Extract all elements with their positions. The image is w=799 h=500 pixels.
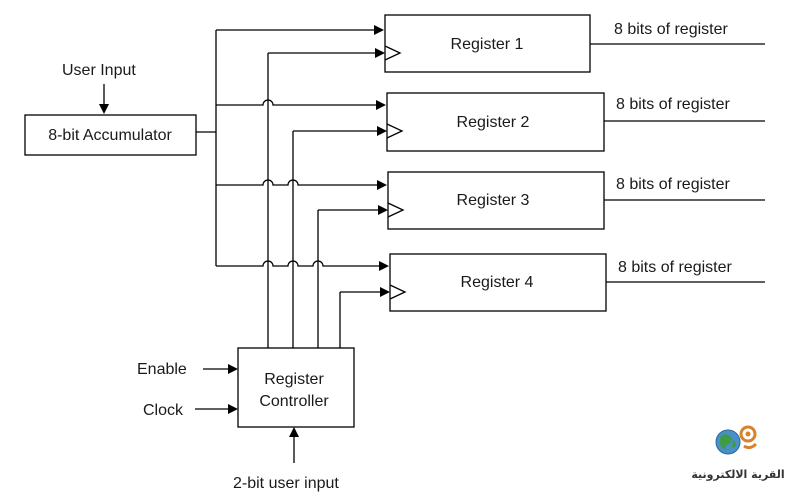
register-controller-block: Register Controller [237, 347, 355, 428]
register-outputs [590, 43, 765, 283]
enable-arrow [203, 364, 238, 374]
register-1-output-label: 8 bits of register [614, 21, 729, 38]
watermark-logo: القرية الالكترونية [691, 425, 785, 481]
register-2-label: Register 2 [457, 114, 530, 131]
register-2-output-label: 8 bits of register [616, 96, 731, 113]
user-input-label: User Input [62, 62, 136, 79]
clock-label: Clock [143, 402, 184, 419]
register-1-block: Register 1 [384, 14, 591, 73]
controller-label-line1: Register [264, 371, 324, 388]
register-3-label: Register 3 [457, 192, 530, 209]
register-3-block: Register 3 [387, 171, 605, 230]
clock-select-lines [267, 48, 390, 348]
register-4-block: Register 4 [389, 253, 607, 312]
controller-label-line2: Controller [259, 393, 329, 410]
watermark-text: القرية الالكترونية [691, 468, 784, 481]
clock-arrow [195, 404, 238, 414]
enable-label: Enable [137, 361, 187, 378]
register-4-label: Register 4 [461, 274, 534, 291]
globe-gear-icon [715, 425, 758, 455]
accumulator-block: 8-bit Accumulator [24, 114, 197, 156]
register-3-output-label: 8 bits of register [616, 176, 731, 193]
user-input-arrow [99, 84, 109, 114]
two-bit-input-arrow [289, 427, 299, 463]
register-4-output-label: 8 bits of register [618, 259, 733, 276]
two-bit-input-label: 2-bit user input [233, 475, 339, 492]
register-1-label: Register 1 [451, 36, 524, 53]
accumulator-label: 8-bit Accumulator [48, 127, 172, 144]
register-2-block: Register 2 [386, 92, 605, 152]
